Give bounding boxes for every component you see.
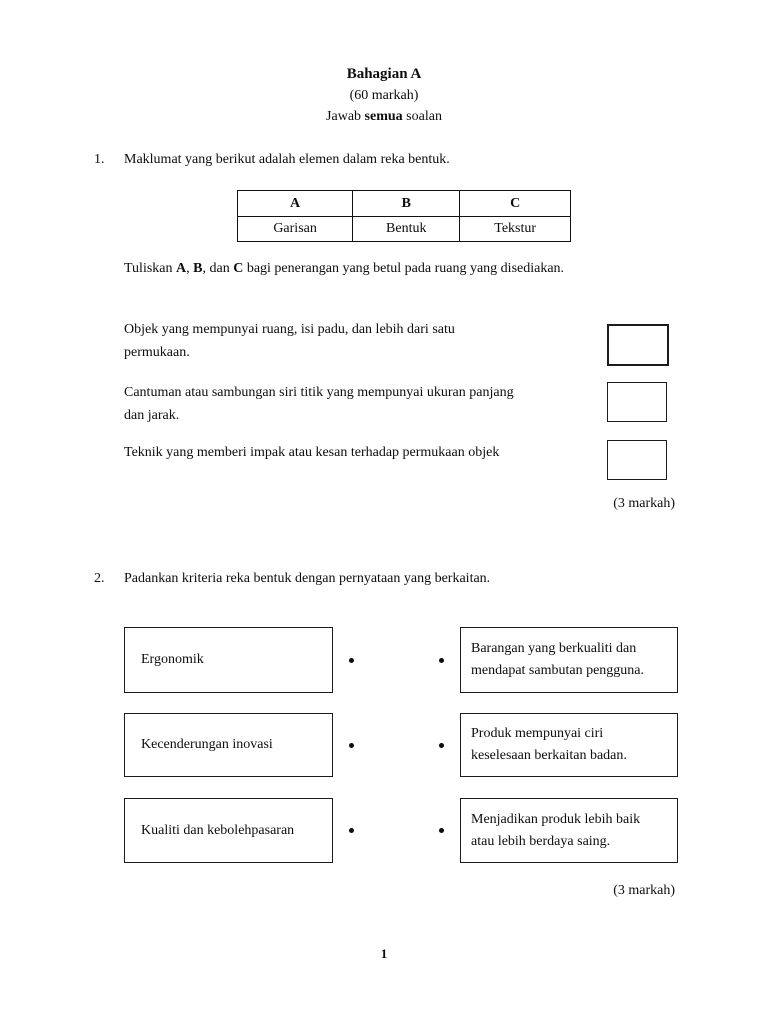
answer-box-2[interactable] [607, 382, 667, 422]
match-right-line: atau lebih berdaya saing. [471, 833, 611, 849]
table-cell-bentuk: Bentuk [352, 216, 461, 242]
match-right-line: Menjadikan produk lebih baik [471, 811, 641, 827]
answer-box-1[interactable] [607, 324, 669, 366]
table-cell-tekstur: Tekstur [459, 216, 571, 242]
match-right-box-3: Menjadikan produk lebih baik atau lebih … [460, 798, 678, 863]
match-right-line: Produk mempunyai ciri [471, 726, 604, 741]
match-dot-left-1[interactable] [349, 657, 354, 663]
instruction-pre: Jawab [326, 109, 365, 124]
match-row-2: Kecenderungan inovasi Produk mempunyai c… [124, 713, 678, 777]
fill-pre: Tuliskan [124, 261, 177, 276]
statement-line: Objek yang mempunyai ruang, isi padu, da… [124, 322, 455, 337]
match-dot-right-3[interactable] [439, 828, 444, 833]
instruction-bold: semua [364, 109, 403, 124]
q1-number: 1. [94, 152, 105, 167]
q2-prompt: Padankan kriteria reka bentuk dengan per… [124, 571, 491, 586]
q1-prompt: Maklumat yang berikut adalah elemen dala… [124, 152, 450, 167]
q2-marks: (3 markah) [613, 883, 675, 898]
q1-fill-instruction: Tuliskan A, B, dan C bagi penerangan yan… [124, 261, 564, 277]
match-left-box-ergonomik: Ergonomik [124, 627, 333, 693]
match-dot-right-1[interactable] [439, 657, 444, 663]
table-header-cell-a: A [236, 190, 354, 217]
q2-number: 2. [94, 571, 105, 586]
statement-line: Cantuman atau sambungan siri titik yang … [124, 385, 514, 400]
q1-statement-3: Teknik yang memberi impak atau kesan ter… [124, 441, 499, 464]
q1-statement-2: Cantuman atau sambungan siri titik yang … [124, 381, 514, 427]
q1-elements-table: A B C Garisan Bentuk Tekstur [236, 190, 571, 242]
match-left-label: Kecenderungan inovasi [141, 737, 273, 752]
table-header-cell-b: B [352, 190, 461, 217]
q1-marks: (3 markah) [613, 496, 675, 511]
fill-bold-b: B [193, 261, 203, 276]
section-header: Bahagian A (60 markah) Jawab semua soala… [0, 64, 768, 127]
match-dot-left-2[interactable] [349, 742, 354, 748]
match-left-label: Kualiti dan kebolehpasaran [141, 822, 295, 838]
table-header-cell-c: C [459, 190, 571, 217]
match-dot-right-2[interactable] [439, 742, 444, 748]
match-left-box-kualiti: Kualiti dan kebolehpasaran [124, 798, 333, 863]
match-right-line: keselesaan berkaitan badan. [471, 748, 627, 763]
answer-box-3[interactable] [607, 440, 667, 480]
page-number: 1 [380, 946, 388, 961]
fill-sep2: , dan [202, 261, 234, 276]
fill-sep1: , [186, 261, 194, 276]
match-right-box-2: Produk mempunyai ciri keselesaan berkait… [460, 713, 678, 777]
fill-post: bagi penerangan yang betul pada ruang ya… [243, 261, 565, 276]
instruction-post: soalan [402, 109, 442, 124]
q1-statement-1: Objek yang mempunyai ruang, isi padu, da… [124, 318, 455, 364]
match-left-box-inovasi: Kecenderungan inovasi [124, 713, 333, 777]
fill-bold-a: A [176, 261, 187, 276]
statement-line: permukaan. [124, 345, 190, 360]
table-cell-garisan: Garisan [236, 216, 354, 242]
match-row-3: Kualiti dan kebolehpasaran Menjadikan pr… [124, 798, 678, 863]
fill-bold-c: C [233, 261, 244, 276]
table-value-row: Garisan Bentuk Tekstur [236, 216, 571, 242]
statement-line: dan jarak. [124, 408, 180, 423]
statement-line: Teknik yang memberi impak atau kesan ter… [124, 445, 500, 460]
match-left-label: Ergonomik [141, 652, 204, 667]
section-instruction: Jawab semua soalan [0, 106, 768, 127]
match-row-1: Ergonomik Barangan yang berkualiti dan m… [124, 627, 678, 693]
table-header-row: A B C [236, 190, 571, 217]
section-marks: (60 markah) [349, 88, 419, 103]
match-dot-left-3[interactable] [349, 828, 354, 833]
section-title: Bahagian A [346, 66, 422, 82]
match-right-line: Barangan yang berkualiti dan [471, 641, 637, 656]
match-right-line: mendapat sambutan pengguna. [471, 663, 645, 678]
match-right-box-1: Barangan yang berkualiti dan mendapat sa… [460, 627, 678, 693]
